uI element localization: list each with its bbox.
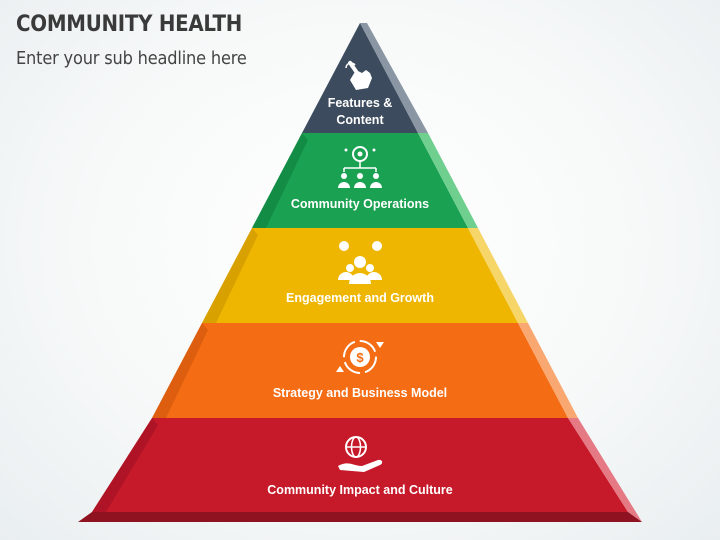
- hand-pointer-icon: [345, 60, 372, 90]
- dollar-gear-cycle-icon: $: [336, 340, 384, 374]
- pyramid-level-impact: [78, 418, 642, 522]
- level-label-engagement: Engagement and Growth: [286, 291, 434, 305]
- level-label-features-line2: Content: [336, 113, 384, 127]
- pyramid-level-strategy: [152, 323, 578, 418]
- page-title: COMMUNITY HEALTH: [16, 12, 243, 37]
- level-label-impact: Community Impact and Culture: [267, 483, 453, 497]
- level-label-features-line1: Features &: [327, 96, 393, 110]
- team-network-icon: [338, 146, 382, 188]
- svg-text:$: $: [356, 350, 364, 365]
- level-label-strategy: Strategy and Business Model: [272, 386, 448, 400]
- level-label-operations: Community Operations: [290, 197, 430, 211]
- pyramid-level-operations: [252, 133, 478, 228]
- globe-hand-icon: [338, 436, 383, 472]
- level-label-features: Features & Content: [210, 95, 510, 129]
- social-engagement-icon: [338, 241, 382, 284]
- page-subtitle: Enter your sub headline here: [16, 48, 247, 69]
